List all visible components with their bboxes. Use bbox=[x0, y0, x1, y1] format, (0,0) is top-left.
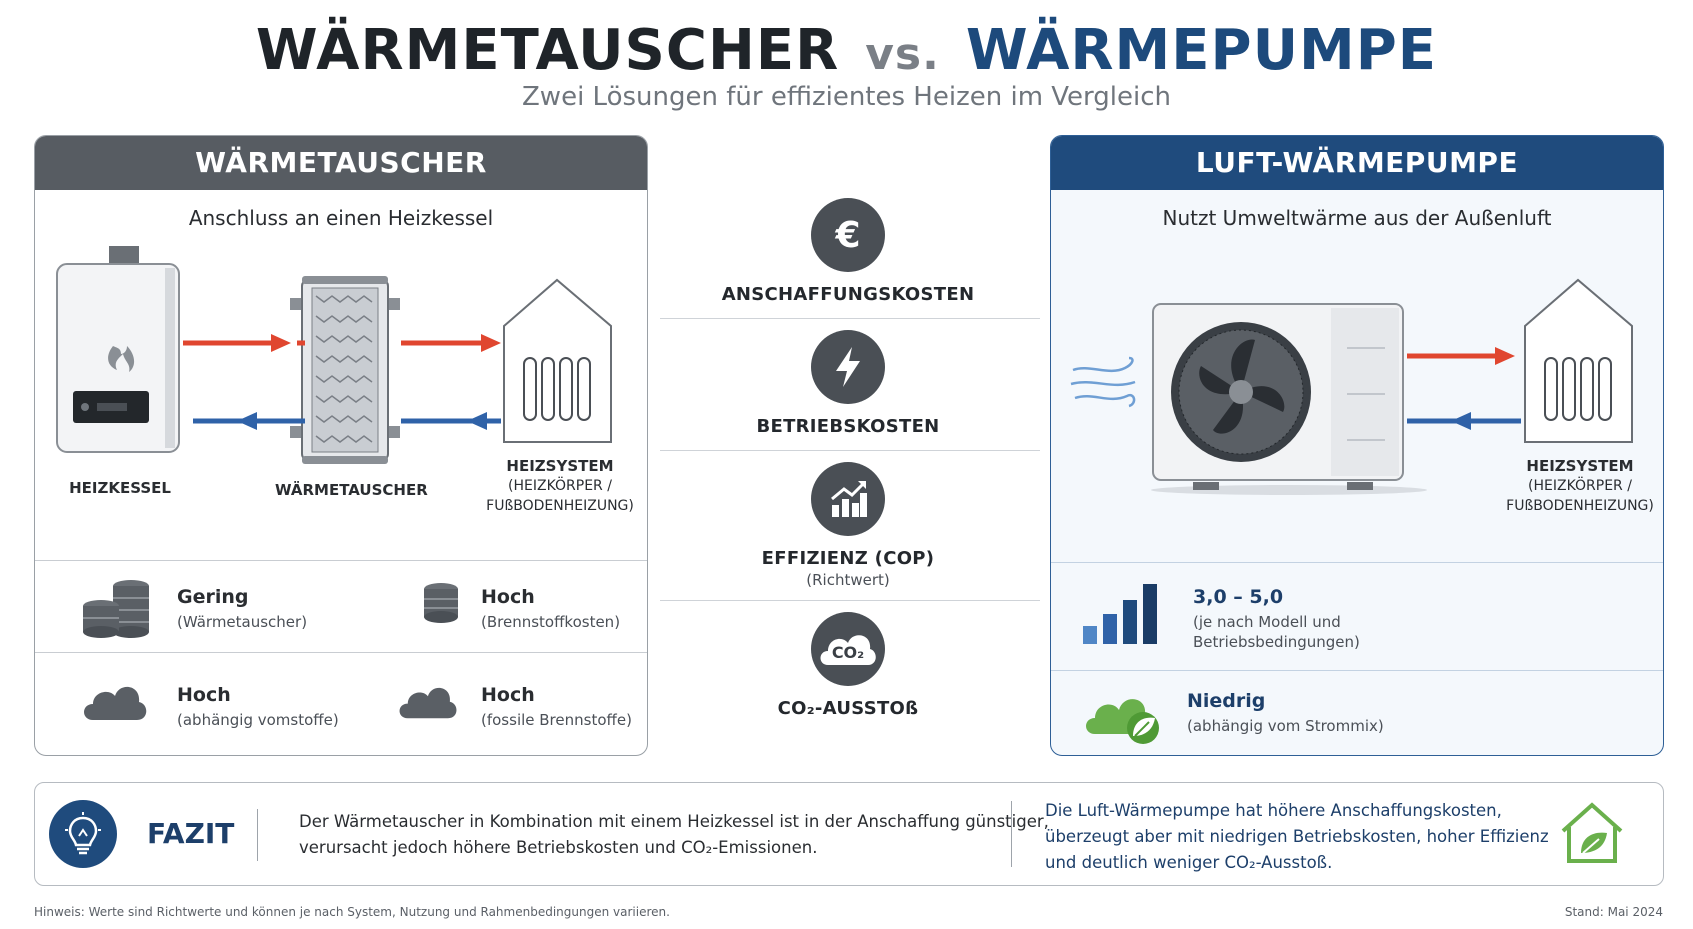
right-co2-value: Niedrig bbox=[1187, 690, 1266, 712]
fazit-left-text: Der Wärmetauscher in Kombination mit ein… bbox=[299, 809, 1049, 861]
coin-small-icon bbox=[424, 583, 458, 623]
criteria-anschaffungskosten: € ANSCHAFFUNGSKOSTEN bbox=[650, 198, 1046, 305]
left-operating-value: Hoch bbox=[481, 586, 535, 608]
left-divider-1 bbox=[35, 560, 647, 561]
co2-badge: CO₂ bbox=[831, 642, 865, 662]
heat-exchanger-icon bbox=[290, 276, 400, 464]
left-cost-value: Gering bbox=[177, 586, 249, 608]
left-diagram: HEIZKESSEL WÄRMETAUSCHER HEIZSYSTEM (HEI… bbox=[35, 246, 647, 546]
co2-cloud-icon: CO₂ bbox=[811, 612, 885, 686]
heating-sub1: (HEIZKÖRPER / bbox=[508, 478, 612, 494]
eco-cloud-leaf-icon bbox=[1086, 699, 1159, 744]
fazit-right-text: Die Luft-Wärmepumpe hat höhere Anschaffu… bbox=[1045, 798, 1549, 876]
criteria-divider-1 bbox=[660, 318, 1040, 319]
criteria-label: EFFIZIENZ (COP) bbox=[761, 548, 935, 569]
fazit-right-line-3: und deutlich weniger CO₂-Ausstoß. bbox=[1045, 853, 1333, 872]
left-divider-2 bbox=[35, 652, 647, 653]
left-panel-subheading: Anschluss an einen Heizkessel bbox=[188, 206, 494, 230]
right-cop-metric: 3,0 – 5,0 (je nach Modell und Betriebsbe… bbox=[1193, 586, 1360, 652]
euro-icon: € bbox=[811, 198, 885, 272]
cloud-icon bbox=[84, 686, 147, 720]
page-title: WÄRMETAUSCHER vs. WÄRMEPUMPE bbox=[0, 18, 1693, 83]
left-co2-note: (abhängig vomstoffe) bbox=[177, 711, 339, 729]
heating-sub1: (HEIZKÖRPER / bbox=[1528, 478, 1632, 494]
left-cost-metric: Gering (Wärmetauscher) bbox=[177, 586, 307, 632]
eco-house-icon bbox=[1561, 802, 1623, 863]
page-subtitle: Zwei Lösungen für effizientes Heizen im … bbox=[522, 82, 1171, 112]
fazit-right-line-1: Die Luft-Wärmepumpe hat höhere Anschaffu… bbox=[1045, 801, 1502, 820]
coin-stack-icon bbox=[83, 580, 149, 638]
boiler-icon bbox=[56, 246, 180, 453]
left-co2b-metric: Hoch (fossile Brennstoffe) bbox=[481, 684, 632, 730]
boiler-label: HEIZKESSEL bbox=[69, 479, 171, 497]
svg-text:€: € bbox=[834, 215, 860, 256]
criteria-divider-3 bbox=[660, 600, 1040, 601]
fazit-left-line-1: Der Wärmetauscher in Kombination mit ein… bbox=[299, 812, 1049, 831]
right-cop-note: (je nach Modell und Betriebsbedingungen) bbox=[1193, 612, 1360, 652]
left-panel-heading: WÄRMETAUSCHER bbox=[35, 136, 647, 190]
left-co2-value: Hoch bbox=[177, 684, 231, 706]
right-co2-metric: Niedrig (abhängig vom Strommix) bbox=[1187, 690, 1384, 736]
exchanger-label: WÄRMETAUSCHER bbox=[275, 481, 428, 499]
criteria-divider-2 bbox=[660, 450, 1040, 451]
cop-note-1: (je nach Modell und bbox=[1193, 613, 1341, 631]
cloud-small-icon bbox=[399, 687, 457, 719]
left-operating-note: (Brennstoffkosten) bbox=[481, 613, 621, 631]
flow-arrows bbox=[1407, 347, 1521, 430]
heating-sub2: FUßBODENHEIZUNG) bbox=[1506, 498, 1654, 514]
outdoor-unit-icon bbox=[1151, 303, 1427, 495]
title-vs: vs. bbox=[865, 29, 940, 80]
title-left: WÄRMETAUSCHER bbox=[255, 18, 840, 83]
right-panel-subheading: Nutzt Umweltwärme aus der Außenluft bbox=[1162, 206, 1552, 230]
right-cop-value: 3,0 – 5,0 bbox=[1193, 586, 1284, 608]
right-panel-waermepumpe: LUFT-WÄRMEPUMPE Nutzt Umweltwärme aus de… bbox=[1050, 135, 1664, 756]
left-operating-metric: Hoch (Brennstoffkosten) bbox=[481, 586, 620, 632]
heating-system-label: HEIZSYSTEM (HEIZKÖRPER / FUßBODENHEIZUNG… bbox=[475, 456, 645, 516]
criteria-betriebskosten: BETRIEBSKOSTEN bbox=[650, 330, 1046, 437]
fazit-title: FAZIT bbox=[147, 817, 235, 850]
date-stamp: Stand: Mai 2024 bbox=[1564, 905, 1663, 919]
criteria-co2: CO₂ CO₂-AUSSTOß bbox=[650, 612, 1046, 719]
title-right: WÄRMEPUMPE bbox=[965, 18, 1438, 83]
house-heating-icon bbox=[1524, 278, 1633, 443]
wind-icon bbox=[1070, 356, 1136, 408]
right-diagram: HEIZSYSTEM (HEIZKÖRPER / FUßBODENHEIZUNG… bbox=[1051, 246, 1663, 546]
heating-system-label: HEIZSYSTEM (HEIZKÖRPER / FUßBODENHEIZUNG… bbox=[1495, 456, 1663, 516]
footnote: Hinweis: Werte sind Richtwerte und könne… bbox=[34, 905, 670, 919]
right-divider-1 bbox=[1051, 562, 1663, 563]
criteria-label: CO₂-AUSSTOß bbox=[777, 698, 919, 719]
lightning-icon bbox=[811, 330, 885, 404]
criteria-label: BETRIEBSKOSTEN bbox=[756, 416, 940, 437]
fazit-box: FAZIT Der Wärmetauscher in Kombination m… bbox=[34, 782, 1664, 886]
signal-bars-icon bbox=[1083, 584, 1157, 644]
fazit-right-line-2: überzeugt aber mit niedrigen Betriebskos… bbox=[1045, 827, 1549, 846]
house-heating-icon bbox=[503, 278, 612, 443]
right-panel-heading: LUFT-WÄRMEPUMPE bbox=[1051, 136, 1663, 190]
flow-arrows bbox=[183, 334, 501, 430]
fazit-separator-2 bbox=[1011, 801, 1012, 867]
left-co2b-note: (fossile Brennstoffe) bbox=[481, 711, 632, 729]
rising-bars-icon bbox=[811, 462, 885, 536]
criteria-effizienz: EFFIZIENZ (COP) (Richtwert) bbox=[650, 462, 1046, 589]
criteria-label: ANSCHAFFUNGSKOSTEN bbox=[721, 284, 975, 305]
fazit-separator-1 bbox=[257, 809, 258, 861]
right-co2-note: (abhängig vom Strommix) bbox=[1187, 717, 1384, 735]
heating-title: HEIZSYSTEM bbox=[506, 457, 614, 475]
left-co2-metric: Hoch (abhängig vomstoffe) bbox=[177, 684, 339, 730]
criteria-sub: (Richtwert) bbox=[806, 571, 890, 589]
heating-title: HEIZSYSTEM bbox=[1526, 457, 1634, 475]
left-panel-waermetauscher: WÄRMETAUSCHER Anschluss an einen Heizkes… bbox=[34, 135, 648, 756]
heating-sub2: FUßBODENHEIZUNG) bbox=[486, 498, 634, 514]
left-cost-note: (Wärmetauscher) bbox=[177, 613, 308, 631]
cop-note-2: Betriebsbedingungen) bbox=[1193, 633, 1360, 651]
left-co2b-value: Hoch bbox=[481, 684, 535, 706]
lightbulb-icon bbox=[49, 800, 117, 868]
right-divider-2 bbox=[1051, 670, 1663, 671]
fazit-left-line-2: verursacht jedoch höhere Betriebskosten … bbox=[299, 838, 818, 857]
